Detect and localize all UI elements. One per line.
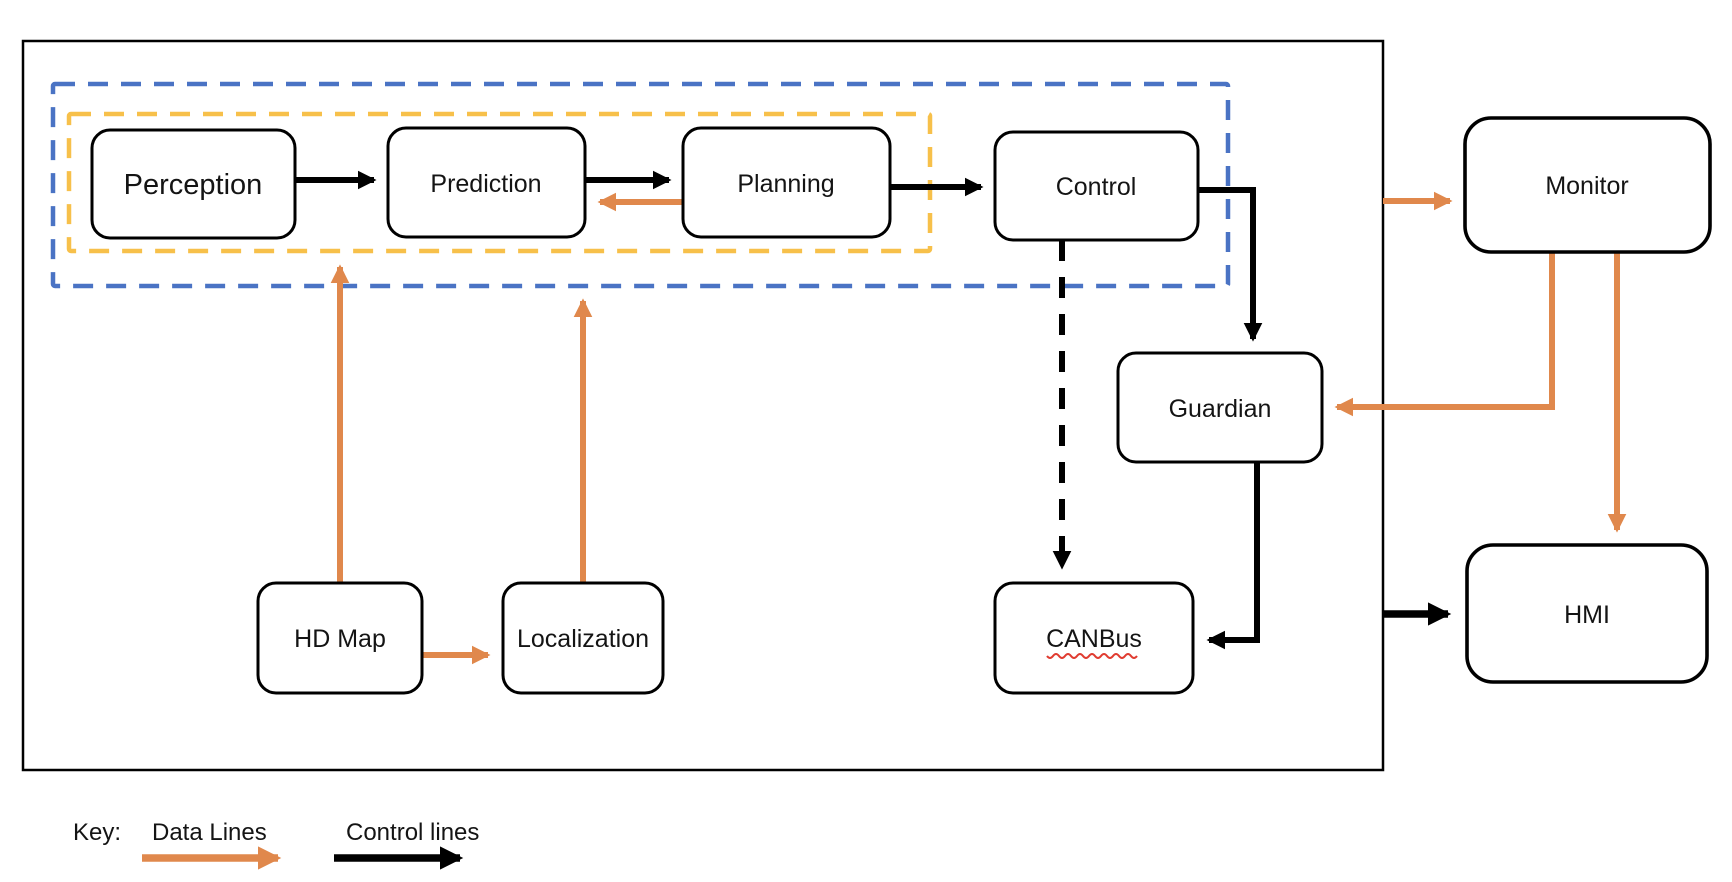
node-guardian-label: Guardian [1169, 395, 1272, 423]
legend: Key: Data Lines Control lines [73, 819, 479, 870]
node-hmi-label: HMI [1564, 601, 1610, 629]
node-prediction-box [386, 126, 587, 239]
node-hmi-box [1465, 543, 1709, 684]
edge-monitor-to-guardian [1334, 252, 1555, 417]
node-canbus-label: CANBus [1046, 625, 1142, 653]
node-perception: Perception [90, 128, 297, 240]
node-prediction-label: Prediction [430, 170, 541, 198]
node-guardian-box [1116, 351, 1324, 464]
node-localization-box [501, 581, 665, 695]
node-control-box [993, 130, 1200, 242]
canbus-spellcheck-underline [1046, 653, 1138, 659]
node-monitor-box [1463, 116, 1712, 254]
edge-guardian-to-canbus [1206, 462, 1260, 650]
node-canbus-box [993, 581, 1195, 695]
node-planning-box [681, 126, 892, 239]
node-monitor-label: Monitor [1545, 172, 1628, 200]
legend-control-lines-label: Control lines [346, 819, 479, 846]
node-control: Control [993, 130, 1200, 242]
node-hmi: HMI [1465, 543, 1709, 684]
node-hd-map: HD Map [256, 581, 424, 695]
node-control-label: Control [1056, 173, 1137, 201]
node-localization-label: Localization [517, 625, 649, 653]
yellow-dashed-group-outline [66, 111, 933, 254]
node-perception-label: Perception [124, 169, 263, 201]
edge-control-to-guardian [1198, 187, 1263, 342]
node-planning-label: Planning [737, 170, 834, 198]
node-canbus: CANBus [993, 581, 1195, 695]
legend-data-lines-label: Data Lines [152, 819, 267, 846]
node-localization: Localization [501, 581, 665, 695]
node-planning: Planning [681, 126, 892, 239]
legend-title: Key: [73, 819, 121, 846]
node-guardian: Guardian [1116, 351, 1324, 464]
node-prediction: Prediction [386, 126, 587, 239]
blue-dashed-group-outline [50, 81, 1231, 289]
node-monitor: Monitor [1463, 116, 1712, 254]
node-hd-map-box [256, 581, 424, 695]
node-perception-box [90, 128, 297, 240]
node-hd-map-label: HD Map [294, 625, 386, 653]
